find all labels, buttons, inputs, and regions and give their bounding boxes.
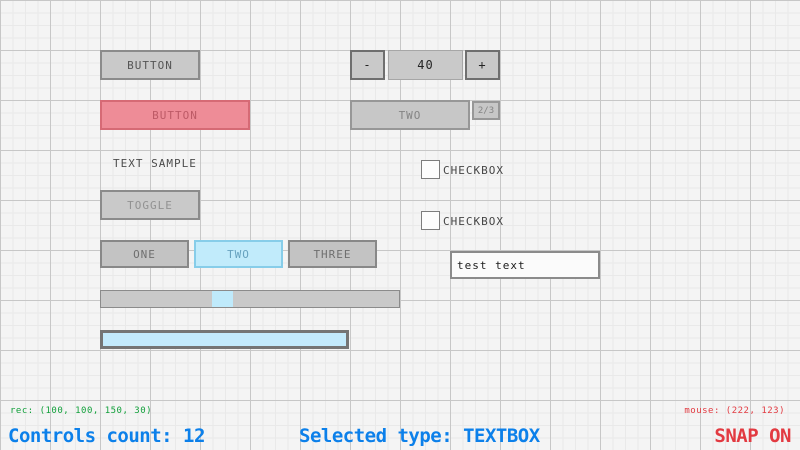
selected-type-status: Selected type: TEXTBOX — [299, 425, 540, 447]
text-sample-label: TEXT SAMPLE — [113, 157, 197, 170]
snap-toggle-status[interactable]: SNAP ON — [714, 425, 791, 447]
red-button[interactable]: BUTTON — [100, 100, 250, 130]
slider-handle[interactable] — [212, 291, 233, 307]
progress-panel[interactable] — [100, 330, 349, 349]
slider-track[interactable] — [100, 290, 400, 308]
gray-button[interactable]: BUTTON — [100, 50, 200, 80]
spinner-increase-button[interactable]: + — [465, 50, 500, 80]
toggle-button[interactable]: TOGGLE — [100, 190, 200, 220]
controls-count-status: Controls count: 12 — [8, 425, 205, 447]
checkbox-bottom[interactable] — [421, 211, 440, 230]
checkbox-top-label: CHECKBOX — [443, 164, 504, 177]
textbox-input[interactable]: test text — [450, 251, 600, 279]
spinner-value[interactable]: 40 — [388, 50, 463, 80]
mouse-status: mouse: (222, 123) — [684, 406, 785, 416]
toggle-group-item-two-active[interactable]: TWO — [194, 240, 283, 268]
combobox[interactable]: TWO — [350, 100, 470, 130]
spinner-decrease-button[interactable]: - — [350, 50, 385, 80]
checkbox-top[interactable] — [421, 160, 440, 179]
toggle-group-item-one[interactable]: ONE — [100, 240, 189, 268]
checkbox-bottom-label: CHECKBOX — [443, 215, 504, 228]
toggle-group-item-three[interactable]: THREE — [288, 240, 377, 268]
combobox-counter[interactable]: 2/3 — [472, 101, 500, 120]
rec-status: rec: (100, 100, 150, 30) — [10, 406, 153, 416]
